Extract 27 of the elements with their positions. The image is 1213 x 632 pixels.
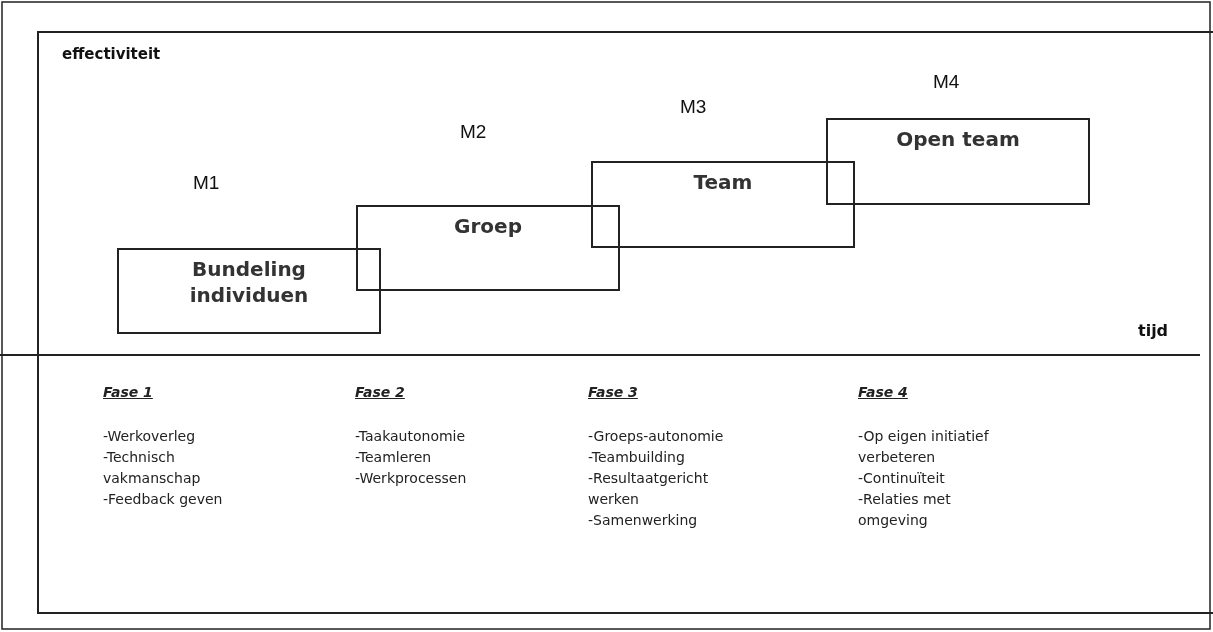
phase-item: -Werkprocessen bbox=[355, 469, 468, 488]
milestone-label: M4 bbox=[933, 71, 960, 93]
phase-heading: Fase 4 bbox=[858, 383, 909, 402]
stage-title: Team bbox=[692, 169, 754, 195]
phase-item: -Op eigen initiatief verbeteren bbox=[858, 427, 990, 467]
milestone-label: M1 bbox=[193, 172, 220, 194]
phase-item: -Werkoverleg bbox=[103, 427, 197, 446]
phase-item: -Technisch vakmanschap bbox=[103, 448, 202, 488]
phase-item: -Resultaatgericht werken bbox=[588, 469, 710, 509]
phase-heading: Fase 1 bbox=[103, 383, 154, 402]
phase-heading: Fase 3 bbox=[588, 383, 639, 402]
phase-item: -Teambuilding bbox=[588, 448, 686, 467]
axis-label: tijd bbox=[1138, 321, 1169, 340]
stage-title: Open team bbox=[895, 126, 1021, 152]
stage-title: Bundeling individuen bbox=[188, 256, 310, 308]
stage-title: Groep bbox=[453, 213, 523, 239]
phase-item: -Feedback geven bbox=[103, 490, 224, 509]
phase-item: -Teamleren bbox=[355, 448, 433, 467]
axis-label: effectiviteit bbox=[62, 45, 161, 63]
phase-item: -Samenwerking bbox=[588, 511, 699, 530]
phase-item: -Continuïteit bbox=[858, 469, 946, 488]
phase-item: -Groeps-autonomie bbox=[588, 427, 725, 446]
milestone-label: M2 bbox=[460, 121, 487, 143]
phase-item: -Relaties met omgeving bbox=[858, 490, 952, 530]
milestone-label: M3 bbox=[680, 96, 707, 118]
phase-item: -Taakautonomie bbox=[355, 427, 467, 446]
phase-heading: Fase 2 bbox=[355, 383, 406, 402]
